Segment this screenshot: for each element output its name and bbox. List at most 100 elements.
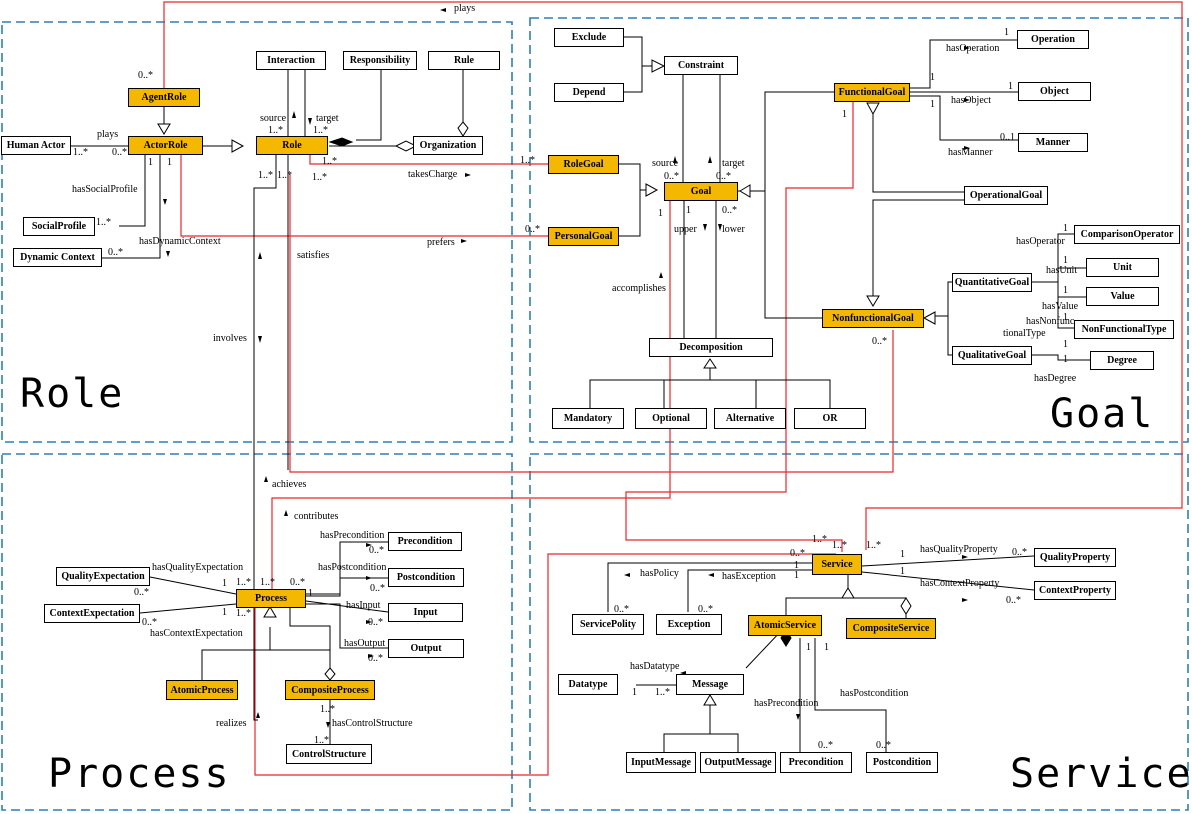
quality-expectation-class[interactable]: QualityExpectation: [56, 567, 150, 586]
has-quality-property-label: hasQualityProperty: [920, 544, 998, 555]
functional-goal-class[interactable]: FunctionalGoal: [834, 83, 910, 102]
interaction-class[interactable]: Interaction: [256, 51, 326, 70]
has-operator-label: hasOperator: [1016, 236, 1065, 247]
context-expectation-class[interactable]: ContextExpectation: [44, 604, 140, 623]
mult: 0..*: [664, 171, 679, 182]
mult: 0..1: [1000, 132, 1015, 143]
mult: 0..*: [698, 604, 713, 615]
service-polity-class[interactable]: ServicePolity: [572, 614, 644, 635]
value-class[interactable]: Value: [1086, 287, 1159, 306]
social-profile-class[interactable]: SocialProfile: [23, 217, 95, 236]
decomposition-class[interactable]: Decomposition: [649, 338, 773, 357]
optional-class[interactable]: Optional: [635, 408, 707, 429]
goal-package-frame: [529, 17, 1189, 443]
degree-class[interactable]: Degree: [1090, 351, 1154, 370]
process-class[interactable]: Process: [236, 589, 306, 608]
actor-role-class[interactable]: ActorRole: [128, 136, 203, 155]
context-property-class[interactable]: ContextProperty: [1034, 581, 1116, 600]
mult: 1: [900, 549, 905, 560]
mult: 1: [1063, 255, 1068, 266]
mult: 1: [794, 560, 799, 571]
rule-class[interactable]: Rule: [428, 51, 500, 70]
mult: 1: [222, 578, 227, 589]
contributes-label: contributes: [294, 511, 339, 522]
mult: 1: [1063, 354, 1068, 365]
message-class[interactable]: Message: [676, 674, 744, 695]
personal-goal-class[interactable]: PersonalGoal: [548, 227, 619, 246]
output-message-class[interactable]: OutputMessage: [700, 752, 776, 773]
service-class[interactable]: Service: [812, 554, 862, 575]
organization-class[interactable]: Organization: [413, 136, 483, 155]
constraint-class[interactable]: Constraint: [664, 56, 738, 75]
mult: 0..*: [290, 577, 305, 588]
nonfunctional-goal-class[interactable]: NonfunctionalGoal: [822, 309, 924, 328]
depend-class[interactable]: Depend: [554, 83, 624, 102]
composite-process-class[interactable]: CompositeProcess: [285, 680, 375, 700]
has-control-structure-label: hasControlStructure: [332, 718, 413, 729]
mult: 1..*: [236, 577, 251, 588]
mult: 1: [930, 99, 935, 110]
agent-role-class[interactable]: AgentRole: [128, 88, 200, 107]
mandatory-class[interactable]: Mandatory: [552, 408, 624, 429]
input-class[interactable]: Input: [388, 603, 463, 622]
mult: 1..*: [655, 687, 670, 698]
operational-goal-class[interactable]: OperationalGoal: [964, 186, 1048, 205]
nonfunctional-type-class[interactable]: NonFunctionalType: [1074, 320, 1174, 339]
role-goal-class[interactable]: RoleGoal: [548, 155, 619, 174]
composite-service-class[interactable]: CompositeService: [846, 618, 936, 639]
object-class[interactable]: Object: [1018, 82, 1091, 101]
control-structure-class[interactable]: ControlStructure: [286, 744, 372, 764]
accomplishes-label: accomplishes: [612, 283, 666, 294]
atomic-process-class[interactable]: AtomicProcess: [166, 680, 238, 700]
mult: 1: [1008, 81, 1013, 92]
exception-class[interactable]: Exception: [656, 614, 722, 635]
mult: 1: [222, 607, 227, 618]
mult: 0..*: [370, 583, 385, 594]
mult: 0..*: [818, 740, 833, 751]
postcondition-class[interactable]: Postcondition: [388, 568, 464, 587]
achieves-label: achieves: [272, 479, 307, 490]
service-postcondition-class[interactable]: Postcondition: [866, 752, 938, 773]
mult: 1..*: [236, 608, 251, 619]
mult: 0..*: [138, 70, 153, 81]
role-class[interactable]: Role: [256, 136, 328, 155]
output-class[interactable]: Output: [388, 639, 464, 658]
atomic-service-class[interactable]: AtomicService: [748, 615, 822, 636]
generalization-arrows: [157, 59, 936, 706]
goal-class[interactable]: Goal: [664, 182, 738, 201]
responsibility-class[interactable]: Responsibility: [343, 51, 417, 70]
unit-class[interactable]: Unit: [1086, 258, 1159, 277]
service-precondition-class[interactable]: Precondition: [780, 752, 852, 773]
mult: 0..*: [1006, 595, 1021, 606]
mult: 1: [658, 208, 663, 219]
quality-property-class[interactable]: QualityProperty: [1034, 548, 1116, 567]
mult: 1..*: [832, 540, 847, 551]
process-package-title: Process: [48, 751, 231, 797]
datatype-class[interactable]: Datatype: [558, 674, 618, 695]
or-class[interactable]: OR: [794, 408, 866, 429]
precondition-class[interactable]: Precondition: [388, 532, 462, 551]
mult: 0..*: [108, 247, 123, 258]
manner-class[interactable]: Manner: [1018, 133, 1088, 152]
qualitative-goal-class[interactable]: QualitativeGoal: [952, 346, 1032, 365]
goal-target-label: target: [722, 158, 745, 169]
comparison-operator-class[interactable]: ComparisonOperator: [1074, 225, 1180, 244]
operation-class[interactable]: Operation: [1017, 30, 1089, 49]
alternative-class[interactable]: Alternative: [714, 408, 786, 429]
mult: 1: [1063, 339, 1068, 350]
has-datatype-label: hasDatatype: [630, 661, 680, 672]
human-actor-class[interactable]: Human Actor: [1, 136, 71, 155]
has-postcondition-label: hasPostcondition: [318, 562, 387, 573]
exclude-class[interactable]: Exclude: [554, 28, 624, 47]
service-has-precondition-label: hasPrecondition: [754, 698, 819, 709]
mult: 0..*: [369, 545, 384, 556]
input-message-class[interactable]: InputMessage: [626, 752, 696, 773]
mult: 1: [308, 588, 313, 599]
mult: 1..*: [96, 217, 111, 228]
mult: 1..*: [313, 125, 328, 136]
quantitative-goal-class[interactable]: QuantitativeGoal: [952, 273, 1032, 292]
service-has-postcondition-label: hasPostcondition: [840, 688, 909, 699]
dynamic-context-class[interactable]: Dynamic Context: [13, 248, 102, 267]
mult: 0..*: [722, 205, 737, 216]
